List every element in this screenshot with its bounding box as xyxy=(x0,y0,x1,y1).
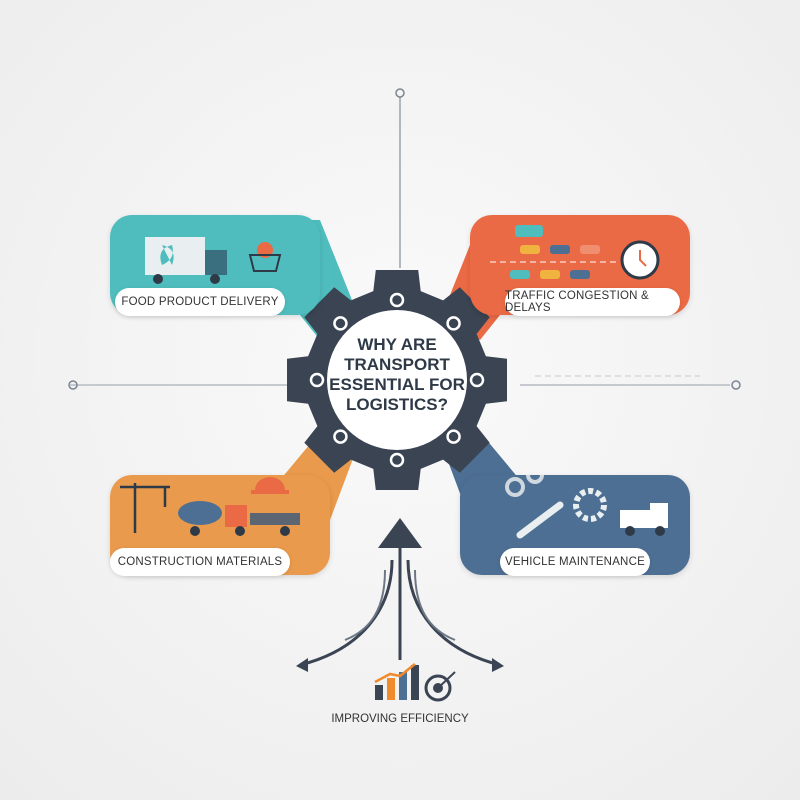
segment-label: CONSTRUCTION MATERIALS xyxy=(110,548,290,576)
gear-bolt xyxy=(389,452,405,468)
traffic-clock-icon xyxy=(490,225,660,280)
segment-label: FOOD PRODUCT DELIVERY xyxy=(115,288,285,316)
gear-bolt xyxy=(333,316,348,331)
gear-bolt xyxy=(309,372,325,388)
gear-bolt xyxy=(446,429,461,444)
central-question: WHY ARE TRANSPORT ESSENTIAL FOR LOGISTIC… xyxy=(329,335,465,414)
crane-mixer-icon xyxy=(120,477,300,536)
segment-label: TRAFFIC CONGESTION & DELAYS xyxy=(505,288,680,316)
bottom-label: IMPROVING EFFICIENCY xyxy=(331,713,469,725)
gear-bolt xyxy=(446,316,461,331)
delivery-truck-icon xyxy=(145,237,282,284)
growth-chart-target-icon xyxy=(374,663,456,702)
gear-bolt xyxy=(389,292,405,308)
segment-label: VEHICLE MAINTENANCE xyxy=(500,548,650,576)
wrench-gear-icon xyxy=(505,475,668,539)
arrow-up-icon xyxy=(378,518,422,548)
gear-bolt xyxy=(333,429,348,444)
gear-bolt xyxy=(469,372,485,388)
